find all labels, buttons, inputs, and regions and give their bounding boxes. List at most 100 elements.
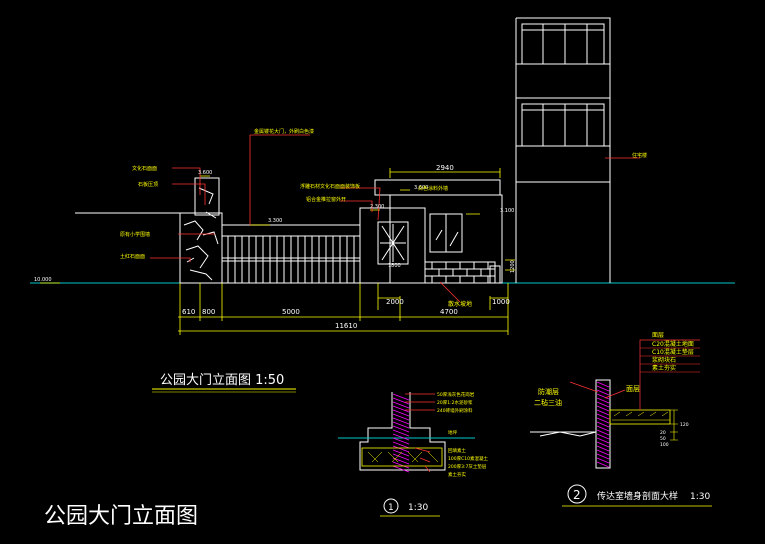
- note-top-4: 白色涂料外墙: [418, 185, 448, 192]
- level-1: 3.600: [198, 170, 212, 176]
- level-4: 3.600: [414, 185, 428, 191]
- hatch-line: [392, 465, 410, 473]
- dim-1000: 1000: [492, 298, 510, 306]
- note-top-3: 铝合金推拉窗外开: [306, 196, 346, 203]
- level-markers: [40, 175, 515, 284]
- hatch-line: [596, 449, 610, 456]
- detail2-layer-3: C10混凝土垫层: [652, 348, 694, 356]
- hatch-line: [392, 421, 410, 429]
- hatch-line: [392, 425, 410, 433]
- hatch-line: [596, 421, 610, 428]
- hatch-line: [392, 437, 410, 445]
- detail2-layer-1: 面层: [652, 332, 664, 339]
- hatch-line: [596, 389, 610, 396]
- hatch-line: [596, 441, 610, 448]
- detail2-slope: [539, 431, 597, 437]
- window-glare: [435, 229, 459, 247]
- hatch-line: [392, 409, 410, 417]
- hatch-line: [596, 445, 610, 452]
- level-ground: 10.000: [34, 277, 52, 283]
- hatch-line: [596, 461, 610, 468]
- gate-bars: [227, 236, 355, 283]
- elevation-leaders: [150, 134, 640, 303]
- note-right: 住宅楼: [632, 152, 647, 159]
- building-window-grid-2: [522, 104, 604, 146]
- dim-800: 800: [202, 308, 215, 316]
- hatch-line: [392, 429, 410, 437]
- detail1-note-3: 240砖墙外刷涂料: [437, 407, 473, 414]
- detail2-layer-lines: [640, 347, 700, 373]
- detail1-footing: [361, 447, 443, 467]
- hatch-line: [596, 397, 610, 404]
- relief-pattern: [380, 224, 406, 262]
- detail2-dim-100: 100: [660, 442, 669, 448]
- dim-610: 610: [182, 308, 195, 316]
- detail1-leaders: [405, 393, 435, 473]
- hatch-line: [392, 433, 410, 441]
- detail2-hatch: [596, 381, 610, 468]
- detail-2: 面层 C20混凝土地面 C10混凝土垫层 浆砌块石 素土夯实 防潮层 二毡三油 …: [530, 332, 712, 507]
- detail2-layer-4: 浆砌块石: [652, 356, 676, 364]
- elevation-view: [30, 17, 735, 284]
- detail1-note-1: 50厚浅灰色花岗岩: [437, 391, 475, 398]
- detail1-hatch: [392, 393, 410, 473]
- hatch-line: [392, 405, 410, 413]
- elevation-text: 610 800 5000 2000 4700 1000 11610 2940 3…: [34, 128, 647, 393]
- detail1-note-2: 20厚1:2水泥砂浆: [437, 399, 473, 406]
- detail2-label-circle: [567, 484, 587, 504]
- relief-panel: [377, 221, 409, 265]
- hatch-line: [596, 425, 610, 432]
- detail1-wall: [359, 392, 446, 471]
- note-left-1: 文化石面面: [132, 165, 157, 172]
- detail2-note-top: 面层: [626, 385, 640, 393]
- hatch-line: [392, 441, 410, 449]
- detail1-scale: 1:30: [408, 503, 428, 513]
- detail1-note-7: 素土夯实: [448, 471, 466, 478]
- detail1-label: 1: [388, 503, 394, 513]
- note-top-1: 金属镂花大门，外刷白色漆: [254, 128, 314, 135]
- detail1-note-6: 200厚3:7灰土垫层: [448, 463, 487, 470]
- hatch-line: [392, 413, 410, 421]
- detail2-label: 2: [573, 488, 581, 502]
- dim-4700: 4700: [440, 308, 458, 316]
- detail1-note-5: 100厚C10素混凝土: [448, 455, 488, 462]
- hatch-line: [596, 457, 610, 464]
- detail2-dim-50: 50: [660, 436, 666, 442]
- note-top-2: 浮雕石材文化石面面装饰板: [300, 183, 360, 190]
- hatch-line: [596, 405, 610, 412]
- residential-building-outline: [515, 17, 611, 283]
- hatch-line: [596, 385, 610, 392]
- elevation-dimensions: [40, 168, 515, 335]
- hatch-line: [596, 409, 610, 416]
- detail2-scale: 1:30: [690, 492, 710, 502]
- hatch-line: [392, 397, 410, 405]
- hatch-line: [596, 381, 610, 388]
- detail2-layer-2: C20混凝土地面: [652, 340, 694, 348]
- pillar-top: [194, 177, 220, 216]
- hatch-line: [392, 417, 410, 425]
- detail2-note-left-1: 防潮层: [538, 387, 559, 396]
- dim-5000: 5000: [282, 308, 300, 316]
- detail2-dim: [670, 409, 678, 441]
- hatch-line: [392, 401, 410, 409]
- step-block: [489, 265, 501, 284]
- detail2-leaders: [569, 339, 700, 410]
- note-foot: 散水坡地: [448, 300, 472, 308]
- building-window-grid: [522, 24, 604, 64]
- hatch-line: [596, 413, 610, 420]
- level-5: 3.100: [500, 208, 514, 214]
- detail2-title: 传达室墙身剖面大样: [597, 490, 678, 502]
- hatch-line: [596, 393, 610, 400]
- leader-left-notes: [150, 167, 215, 262]
- dim-top: 2940: [436, 164, 454, 172]
- dim-ticks: [179, 168, 509, 335]
- hatch-line: [392, 393, 410, 401]
- hatch-line: [392, 461, 410, 469]
- hatch-line: [392, 453, 410, 461]
- detail2-floor-pattern: [612, 411, 670, 421]
- detail1-note-4: 回填素土: [448, 447, 466, 454]
- hatch-line: [596, 437, 610, 444]
- note-left-3: 原有小学围墙: [120, 231, 150, 238]
